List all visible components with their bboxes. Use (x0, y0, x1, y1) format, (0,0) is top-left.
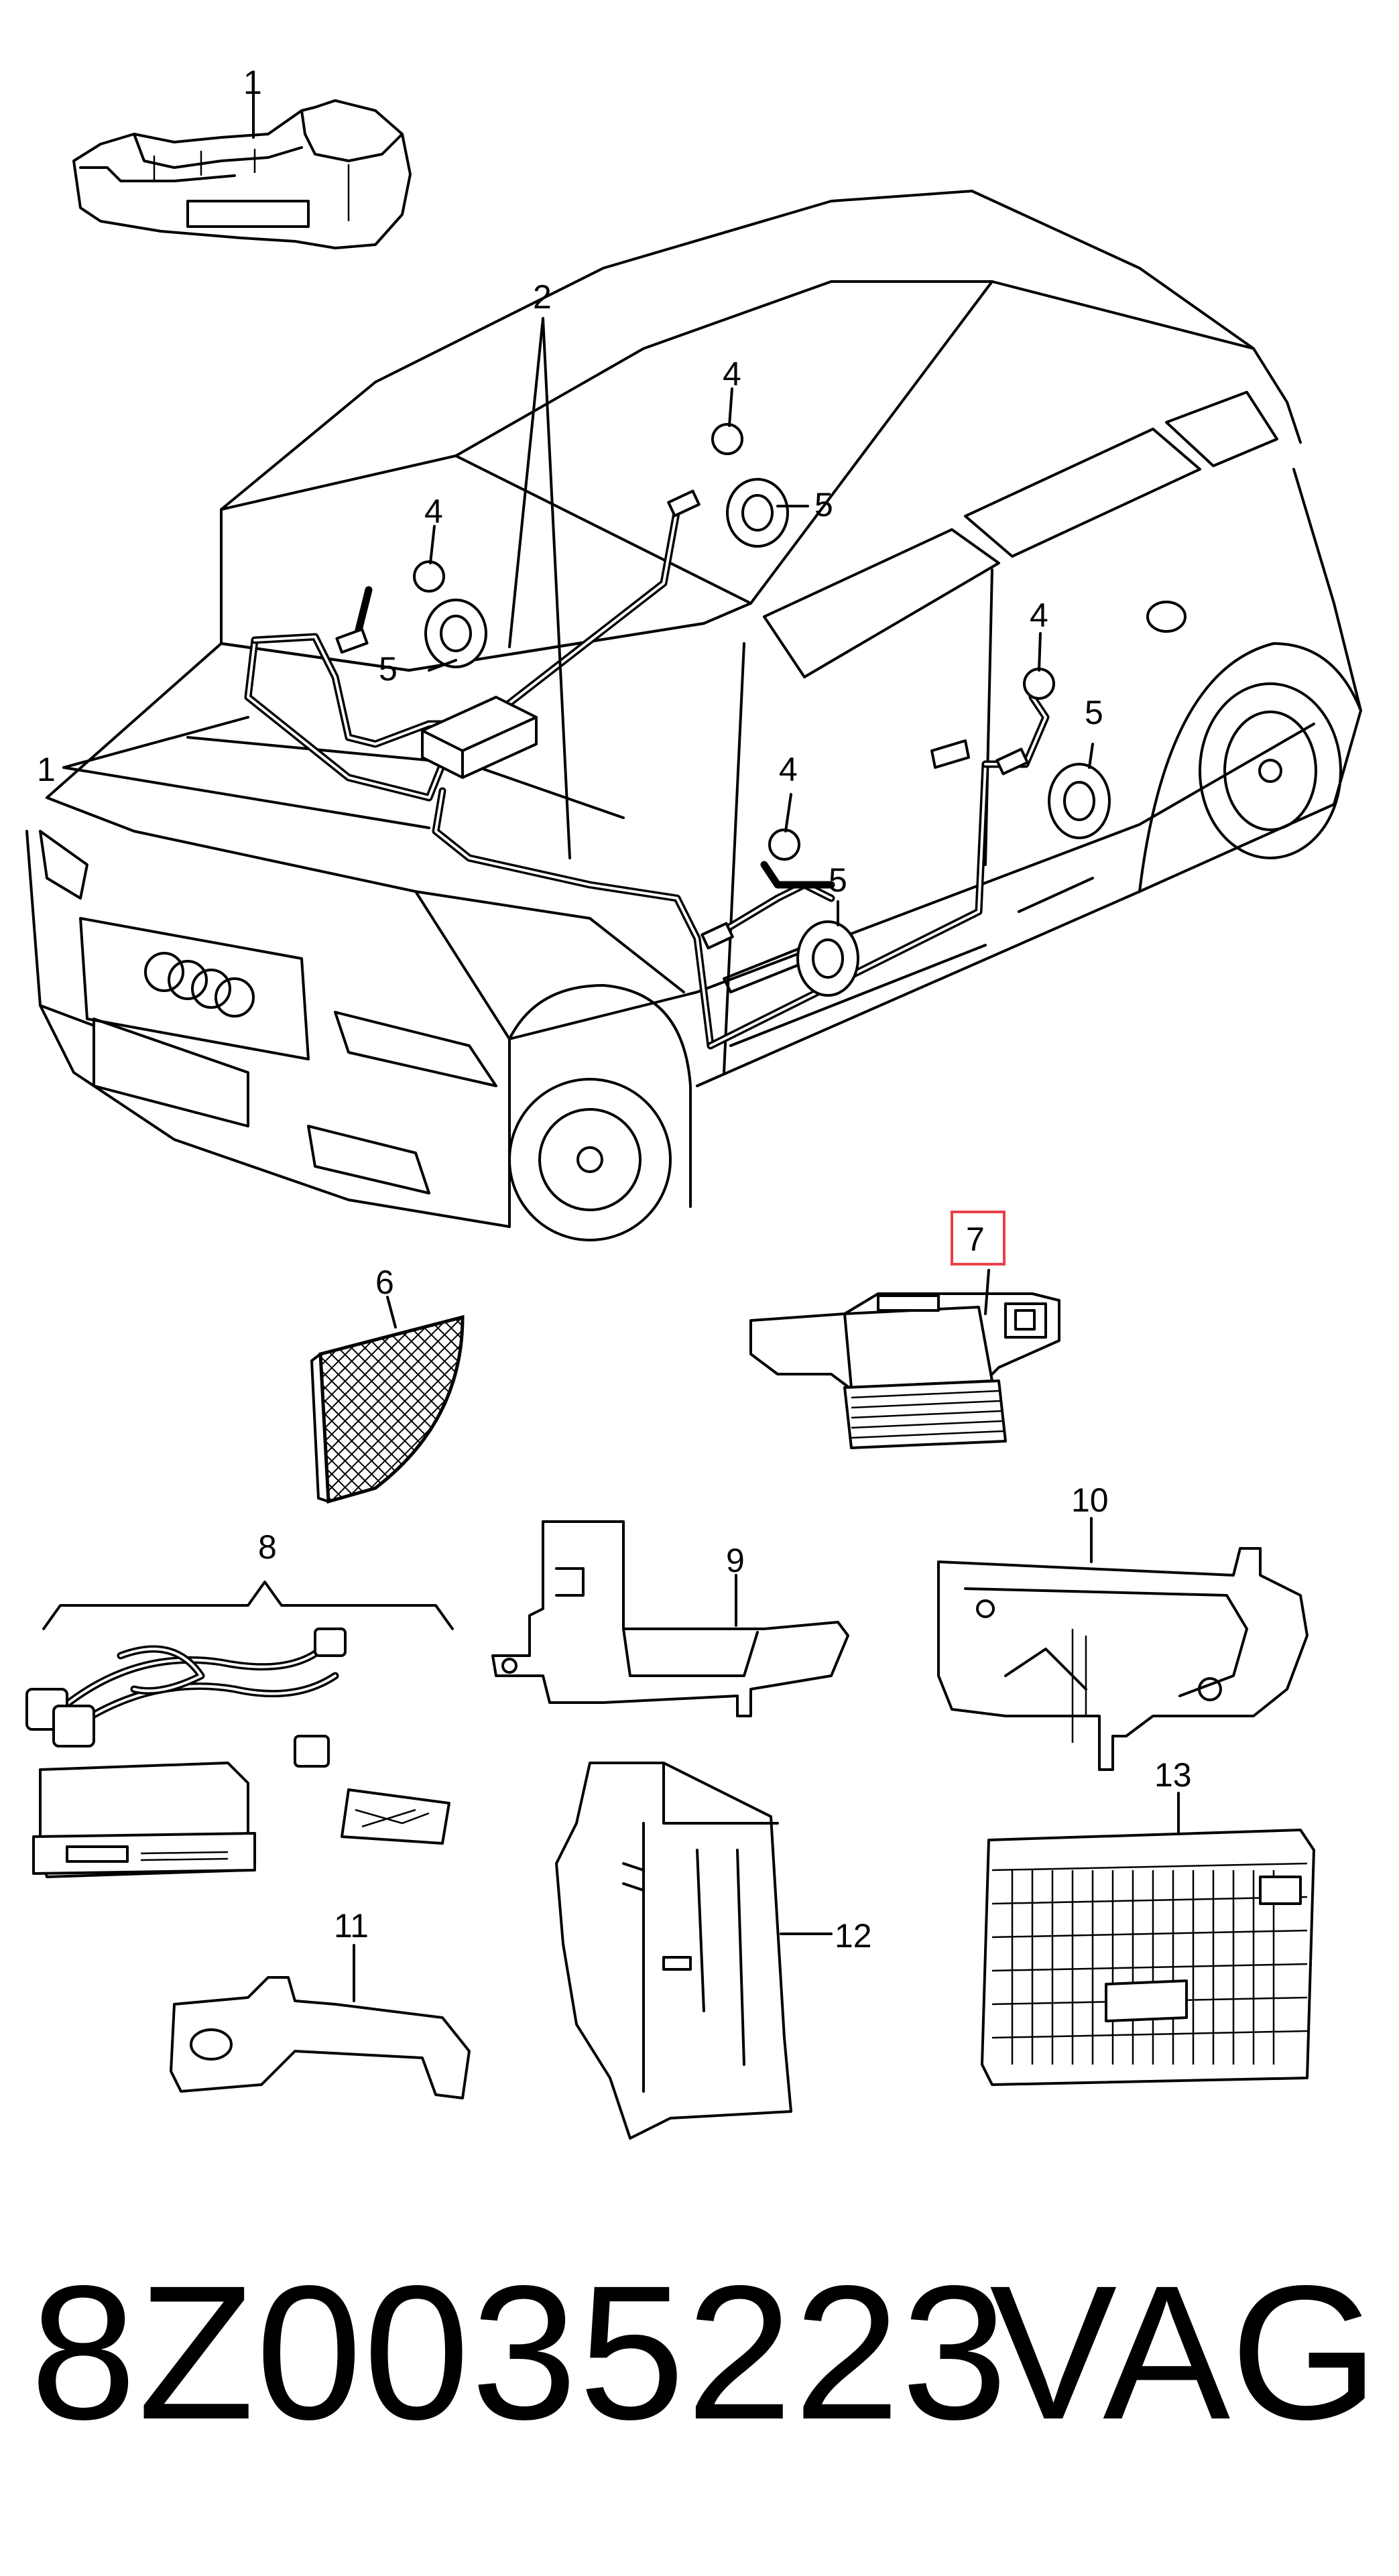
callout-12: 12 (835, 1917, 872, 1955)
callout-4: 4 (424, 493, 443, 530)
callout-9: 9 (726, 1542, 745, 1579)
part-13-fuse-box (981, 1792, 1315, 2086)
callout-5: 5 (379, 650, 398, 688)
part-7-control-unit (749, 1269, 1060, 1449)
callout-4: 4 (779, 751, 798, 788)
callout-4: 4 (1030, 597, 1048, 634)
speakers (413, 423, 1111, 997)
callout-11: 11 (334, 1907, 369, 1945)
part-11-bracket (170, 1944, 471, 2099)
brand-name: VAG (989, 2246, 1379, 2459)
part-12-tray (555, 1762, 833, 2140)
callout-7: 7 (966, 1221, 985, 1258)
callout-1: 1 (37, 751, 56, 788)
callout-4: 4 (723, 355, 741, 393)
callout-labels: 1 2 4 5 4 5 4 5 1 4 5 7 6 8 9 10 13 11 1… (37, 64, 1192, 1955)
callout-7-highlight-box (951, 1211, 1006, 1266)
car-body (25, 190, 1362, 1241)
part-6-speaker-grille (310, 1296, 465, 1504)
part-3-bracket (72, 84, 412, 249)
part-8-harness-set (25, 1581, 454, 1878)
callout-5: 5 (829, 861, 847, 899)
callout-5: 5 (814, 486, 833, 524)
callout-8: 8 (258, 1528, 277, 1566)
part-number: 8Z0035223 (30, 2246, 1010, 2459)
callout-5: 5 (1085, 694, 1103, 731)
callout-6: 6 (375, 1264, 394, 1301)
callout-2: 2 (533, 278, 552, 316)
callout-10: 10 (1071, 1481, 1109, 1519)
callout-3: 1 (243, 64, 262, 101)
callout-13: 13 (1154, 1756, 1192, 1794)
part-10-bracket (937, 1517, 1309, 1771)
part-9-bracket (491, 1520, 849, 1717)
wiring-harness (244, 489, 1050, 1050)
leader-lines (62, 317, 1094, 926)
